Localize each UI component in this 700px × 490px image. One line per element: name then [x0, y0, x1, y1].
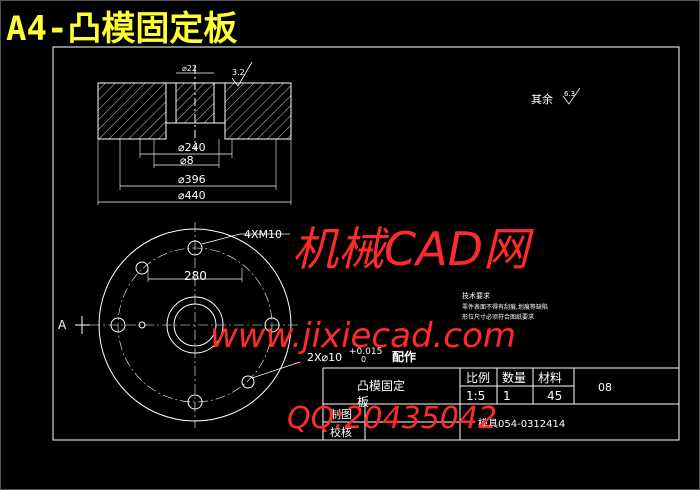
- watermark-qq: QQ:20435042: [287, 401, 497, 436]
- small-hole: [138, 321, 146, 329]
- tech-req-title: 技术要求: [462, 291, 490, 300]
- thread-callout: 4XM10: [244, 228, 282, 241]
- fit-note: 配作: [392, 349, 416, 364]
- leader-pin: [251, 361, 301, 379]
- pcd-dim-text: 280: [184, 269, 207, 283]
- dim-text-240: ⌀240: [178, 141, 206, 154]
- tech-req-line-1: 零件表面不得有刮痕,划痕等缺陷: [462, 303, 548, 311]
- tb-scale-value: 1:5: [466, 389, 485, 403]
- section-mark: A: [58, 318, 67, 332]
- leader-thread: [201, 233, 241, 245]
- roughness-symbol-note: [562, 87, 581, 105]
- technical-requirements: 技术要求 零件表面不得有刮痕,划痕等缺陷 形位尺寸必须符合图纸要求: [462, 291, 548, 321]
- tb-drawing-code: 模具054-0312414: [478, 418, 565, 430]
- section-view: ⌀22 ⌀240 ⌀8 ⌀396 ⌀440 3.2: [97, 61, 292, 205]
- watermark-layer: 机械CAD网 www.jixiecad.com QQ:20435042: [210, 222, 535, 436]
- tb-material-label: 材料: [538, 371, 562, 385]
- hole-right: [264, 317, 280, 333]
- tb-material-value: 45: [547, 389, 562, 403]
- tb-qty-label: 数量: [502, 370, 526, 385]
- tb-checked-label: 校核: [330, 425, 352, 439]
- tb-qty-value: 1: [503, 389, 511, 403]
- plan-view: 4XM10 280 A 2X⌀10 +0.015 0 配作: [58, 222, 416, 428]
- pin-hole-upper-left: [135, 261, 149, 275]
- watermark-url: www.jixiecad.com: [210, 316, 516, 356]
- tb-scale-label: 比例: [466, 371, 490, 385]
- pin-tol-upper: +0.015: [349, 347, 382, 357]
- pin-tol-lower: 0: [361, 355, 366, 364]
- tb-part-name-1: 凸模固定: [357, 378, 405, 393]
- dim-text-396: ⌀396: [178, 173, 206, 186]
- tech-req-line-2: 形位尺寸必须符合图纸要求: [462, 313, 534, 321]
- watermark-brand: 机械CAD网: [292, 222, 535, 276]
- section-hatch-right: [224, 82, 292, 140]
- roughness-top-value: 3.2: [232, 68, 245, 77]
- title-block: 凸模固定 板 比例 数量 材料 1:5 1 45 08 制图 校核 模具054-…: [322, 367, 680, 441]
- hole-top: [187, 240, 203, 256]
- tb-part-name-2: 板: [357, 395, 369, 409]
- pin-hole-lower-right: [241, 375, 255, 389]
- section-hatch-left: [97, 82, 167, 140]
- tb-sheet-no: 08: [598, 381, 612, 394]
- dim-text-440: ⌀440: [178, 189, 206, 202]
- dim-text-22: ⌀22: [182, 64, 197, 73]
- roughness-note-value: 6.3: [564, 90, 575, 98]
- pin-callout: 2X⌀10: [307, 351, 342, 364]
- hole-left: [110, 317, 126, 333]
- tb-drawn-label: 制图: [330, 408, 352, 421]
- hole-bottom: [187, 394, 203, 410]
- sheet-title: A4-凸模固定板: [6, 9, 237, 49]
- dim-text-8: ⌀8: [180, 154, 194, 167]
- roughness-symbol-top: [231, 61, 253, 87]
- roughness-note-label: 其余: [531, 92, 553, 106]
